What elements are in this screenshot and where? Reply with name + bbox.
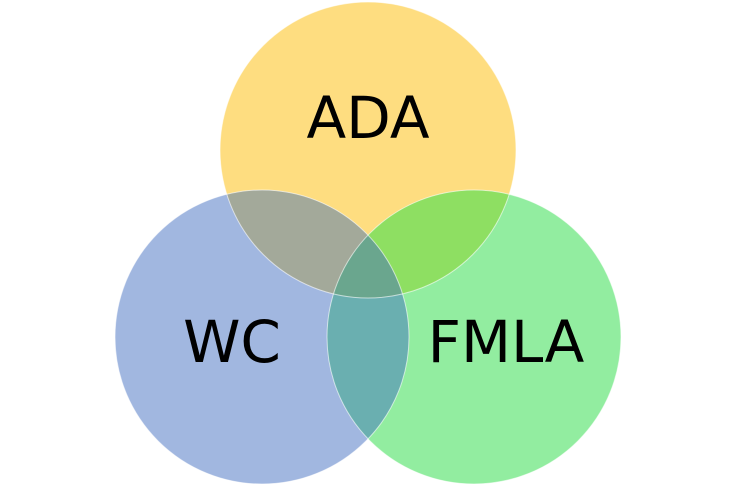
ada-label: ADA xyxy=(307,84,430,152)
fmla-label: FMLA xyxy=(428,308,585,376)
ada-fmla-overlap xyxy=(327,190,516,298)
ada-wc-overlap xyxy=(220,190,409,298)
wc-label: WC xyxy=(183,308,281,376)
